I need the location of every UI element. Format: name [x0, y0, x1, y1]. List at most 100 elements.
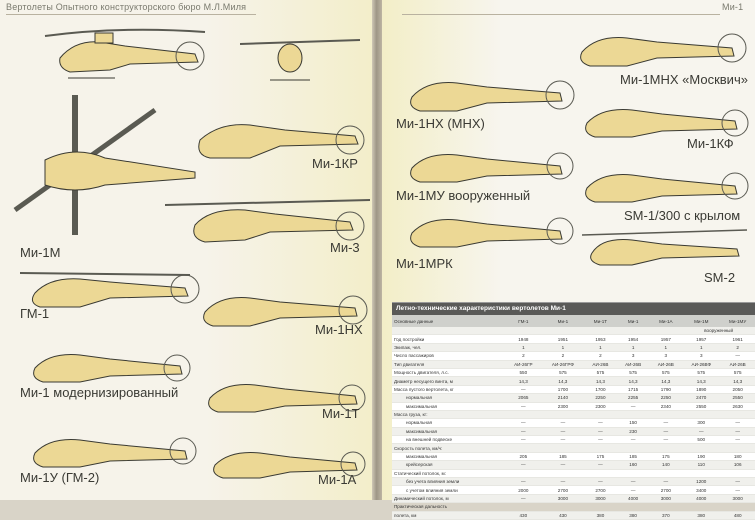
table-cell: 480	[720, 511, 755, 520]
table-header-row: Основные данные ГМ-1 Ми-1 Ми-1Т Ми-1 Ми-…	[392, 315, 755, 327]
table-row: Масса груза, кг:	[392, 410, 755, 420]
table-cell: —	[504, 385, 542, 395]
table-row: максимальная———230———	[392, 427, 755, 437]
table-cell: АИ-26ГР	[504, 360, 542, 369]
table-cell: 575	[682, 368, 721, 378]
table-cell: 175	[649, 452, 683, 462]
left-page-header: Вертолеты Опытного конструкторского бюро…	[6, 2, 247, 12]
table-row-label: Тип двигателя	[392, 360, 505, 369]
table-cell: АИ-26В	[649, 360, 683, 369]
table-row: Скорость полета, км/ч:	[392, 443, 755, 453]
table-cell: 575	[720, 368, 755, 378]
table-cell	[584, 502, 617, 512]
table-cell	[541, 502, 585, 512]
helicopter-illustration	[25, 425, 200, 475]
table-cell: 2250	[584, 393, 617, 403]
table-cell	[584, 410, 617, 420]
table-cell	[584, 469, 617, 479]
table-col-header: Ми-1А	[649, 315, 683, 327]
table-cell: —	[720, 477, 755, 487]
table-subheader-row: вооруженный	[392, 327, 755, 336]
table-cell: 14,3	[504, 376, 542, 386]
table-col-header: Ми-1Т	[584, 315, 617, 327]
table-cell: 1715	[616, 385, 650, 395]
table-cell	[682, 502, 721, 512]
table-title: Летно-технические характеристики вертоле…	[392, 303, 755, 315]
table-cell: АИ-26В	[616, 360, 650, 369]
table-cell	[504, 469, 542, 479]
table-cell	[504, 502, 542, 512]
table-cell: —	[720, 427, 755, 437]
table-cell: 2255	[616, 393, 650, 403]
table-cell: 160	[616, 460, 650, 470]
table-cell: 2250	[649, 393, 683, 403]
table-cell: 575	[541, 368, 585, 378]
table-cell: 2300	[584, 402, 617, 411]
table-cell: —	[584, 435, 617, 445]
helicopter-illustration	[577, 160, 752, 210]
table-cell: 3000	[649, 494, 683, 504]
table-cell: 500	[682, 435, 721, 445]
table-row-label: Статический потолок, м:	[392, 469, 505, 479]
label-mi1nh: Ми-1НХ	[315, 322, 363, 337]
table-cell: 575	[649, 368, 683, 378]
table-cell: 14,3	[720, 376, 755, 386]
table-cell: 550	[504, 368, 542, 378]
table-cell: 2000	[504, 485, 542, 495]
table-cell: —	[504, 477, 542, 487]
helicopter-illustration	[402, 140, 577, 190]
header-rule	[402, 14, 720, 15]
table-cell: 2550	[682, 402, 721, 411]
table-cell: —	[541, 427, 585, 437]
table-cell: 2	[541, 351, 585, 361]
helicopter-illustration	[402, 65, 577, 120]
table-row: нормальная———150—300—	[392, 418, 755, 428]
table-row-label: с учетом влияния земли	[392, 485, 505, 495]
table-cell: 3	[616, 351, 650, 361]
table-row-label: максимальная	[392, 452, 505, 462]
helicopter-illustration	[20, 255, 205, 315]
table-row-label: без учета влияния земли	[392, 477, 505, 487]
table-cell: 2300	[541, 402, 585, 411]
table-col-header: Ми-1	[616, 315, 650, 327]
label-mi1mrk: Ми-1МРК	[396, 256, 453, 271]
table-cell	[504, 443, 542, 453]
table-cell	[682, 410, 721, 420]
label-mi1a: Ми-1А	[318, 472, 357, 487]
table-cell: 3	[682, 351, 721, 361]
table-cell: 150	[616, 418, 650, 428]
table-row: без учета влияния земли—————1200—	[392, 477, 755, 487]
table-cell: 370	[649, 511, 683, 520]
table-cell: 14,3	[616, 376, 650, 386]
table-cell: 380	[584, 511, 617, 520]
table-cell	[649, 410, 683, 420]
book-gutter	[372, 0, 382, 500]
label-mi3: Ми-3	[330, 240, 360, 255]
table-row-label: Мощность двигателя, л.с.	[392, 368, 505, 378]
table-cell: 575	[616, 368, 650, 378]
table-cell: 1953	[584, 334, 617, 344]
helicopter-illustration	[200, 370, 370, 420]
table-row-label: Год постройки	[392, 334, 505, 344]
helicopter-illustration	[25, 340, 195, 390]
helicopter-top-view	[5, 90, 205, 250]
table-cell: —	[584, 477, 617, 487]
table-col-header: Ми-1	[541, 315, 585, 327]
table-cell: —	[720, 485, 755, 495]
table-cell: АИ-26В	[584, 360, 617, 369]
table-cell: 4000	[616, 494, 650, 504]
helicopter-illustration	[195, 280, 370, 335]
table-row: Статический потолок, м:	[392, 469, 755, 479]
table-cell: 1957	[649, 334, 683, 344]
table-cell	[616, 469, 650, 479]
table-cell: 2550	[720, 393, 755, 403]
helicopter-illustration	[577, 95, 752, 145]
table-cell: 1200	[682, 477, 721, 487]
table-cell: 430	[541, 511, 585, 520]
table-cell: —	[616, 477, 650, 487]
